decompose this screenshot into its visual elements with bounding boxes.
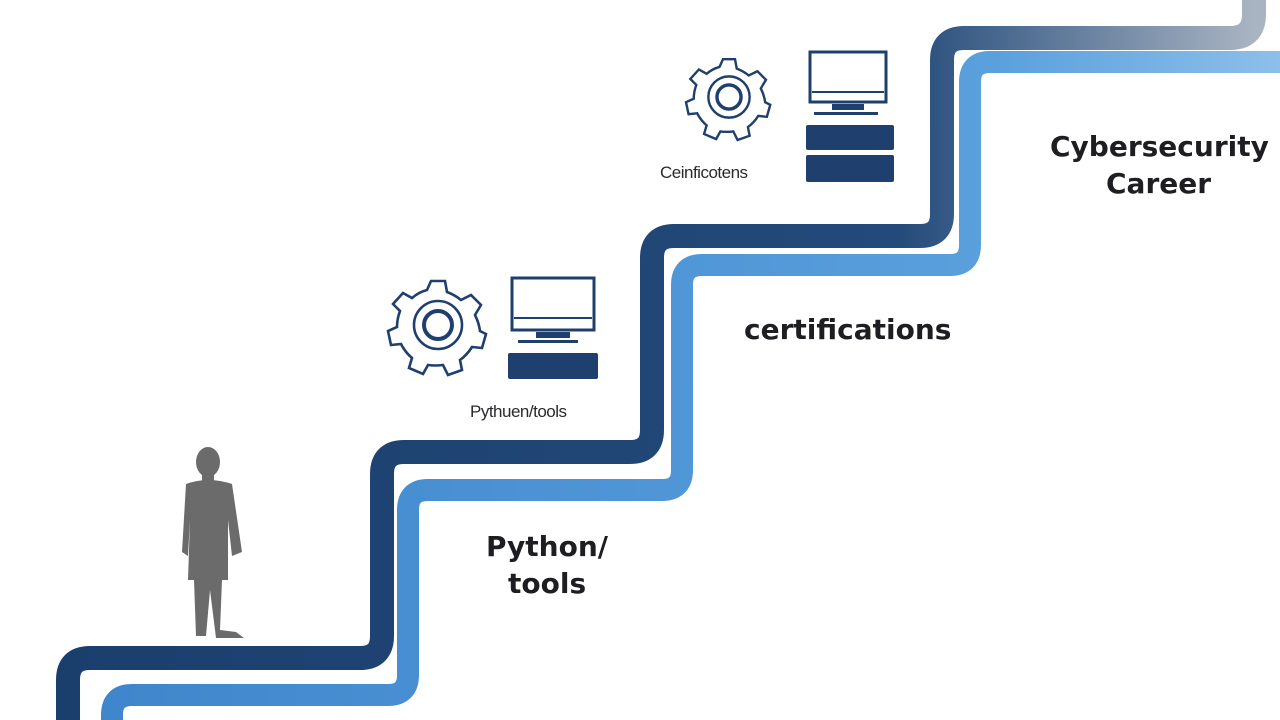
dark-path-ribbon xyxy=(56,0,1266,720)
goal-label-line2: Career xyxy=(1106,167,1212,200)
stack-icon xyxy=(806,125,894,182)
certifications-label: certifications xyxy=(744,313,952,346)
monitor-icon xyxy=(808,50,888,115)
goal-label-line1: Cybersecurity xyxy=(1050,130,1269,163)
gear-icon xyxy=(684,57,772,142)
python-tools-label-line1: Python/ xyxy=(486,530,609,563)
light-path-ribbon xyxy=(101,51,1280,720)
stack-icon xyxy=(508,353,598,379)
upper-icon-caption: Ceinficotens xyxy=(660,163,748,182)
monitor-icon xyxy=(510,276,596,343)
person-silhouette xyxy=(182,447,244,638)
lower-icon-caption: Pythuen/tools xyxy=(470,402,567,421)
gear-icon xyxy=(386,279,488,377)
python-tools-label-line2: tools xyxy=(508,567,587,600)
